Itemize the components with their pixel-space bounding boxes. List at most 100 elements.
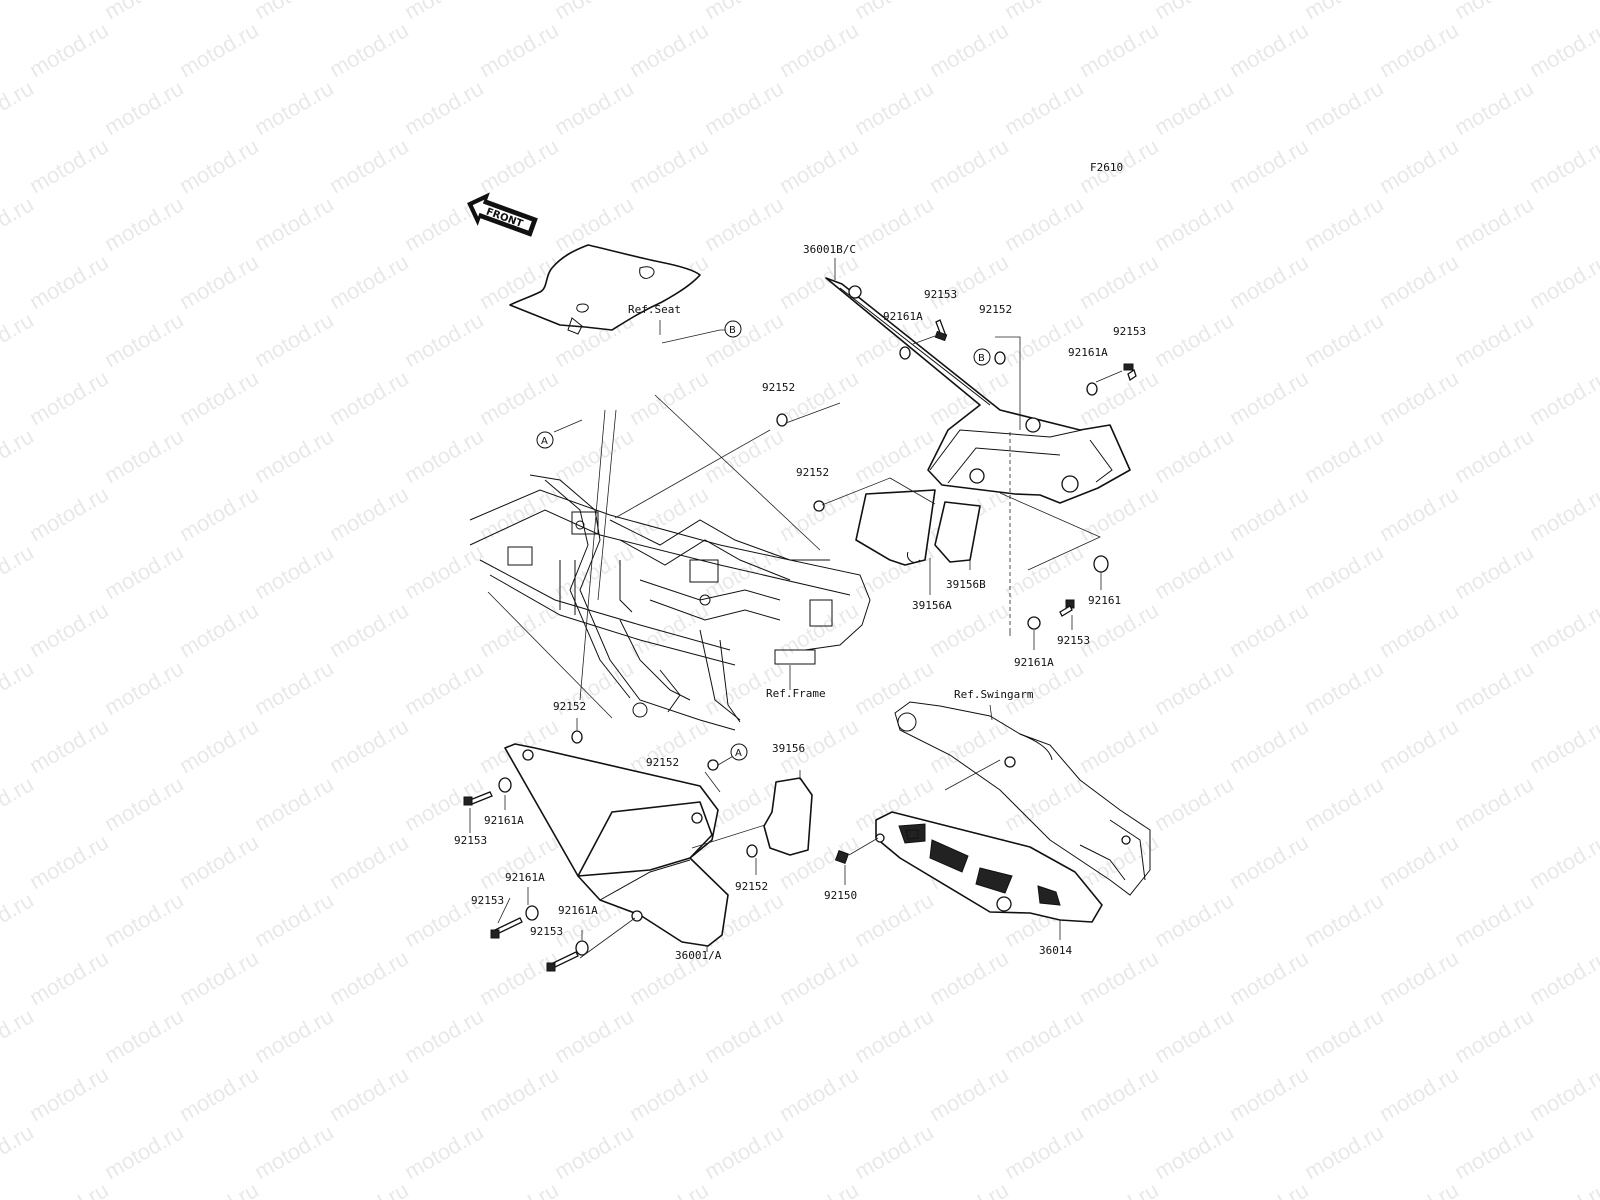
svg-text:A: A [735,748,742,759]
watermark-text: motod.ru [1375,481,1463,546]
hardware-set [463,319,1137,972]
watermark-text: motod.ru [925,17,1013,82]
label-92161a: 92161A [505,871,545,884]
label-92161a: 92161A [558,904,598,917]
watermark-text: motod.ru [1525,597,1600,662]
watermark-text: motod.ru [1300,771,1388,836]
label-92152: 92152 [735,880,768,893]
watermark-text: motod.ru [850,887,938,952]
watermark-text: motod.ru [1000,75,1088,140]
leader-lines [469,258,1123,959]
watermark-text: motod.ru [700,1003,788,1068]
watermark-text: motod.ru [175,1177,263,1200]
label-92153: 92153 [454,834,487,847]
chain-guard-36014 [875,811,1103,923]
watermark-text: motod.ru [1075,945,1163,1010]
watermark-text: motod.ru [250,539,338,604]
watermark-text: motod.ru [100,771,188,836]
watermark-text: motod.ru [0,1119,38,1184]
watermark-text: motod.ru [700,1119,788,1184]
label-36001bc: 36001B/C [803,243,856,256]
watermark-text: motod.ru [1375,1177,1463,1200]
watermark-text: motod.ru [1450,1119,1538,1184]
watermark-text: motod.ru [475,945,563,1010]
watermark-text: motod.ru [400,75,488,140]
label-92152: 92152 [553,700,586,713]
watermark-text: motod.ru [625,481,713,546]
watermark-text: motod.ru [550,1003,638,1068]
swingarm-reference [894,701,1151,896]
watermark-text: motod.ru [1375,829,1463,894]
watermark-text: motod.ru [400,655,488,720]
watermark-text: motod.ru [775,945,863,1010]
watermark-text: motod.ru [0,887,38,952]
ref-marker-b-seat: B [724,320,742,338]
watermark-text: motod.ru [25,945,113,1010]
watermark-text: motod.ru [1375,597,1463,662]
watermark-text: motod.ru [400,771,488,836]
watermark-text: motod.ru [0,423,38,488]
watermark-text: motod.ru [100,307,188,372]
watermark-text: motod.ru [1225,1061,1313,1126]
watermark-text: motod.ru [1300,887,1388,952]
label-92152: 92152 [646,756,679,769]
watermark-text: motod.ru [325,365,413,430]
watermark-text: motod.ru [400,423,488,488]
watermark-text: motod.ru [1450,0,1538,24]
watermark-text: motod.ru [1300,191,1388,256]
label-36014: 36014 [1039,944,1072,957]
watermark-text: motod.ru [775,1177,863,1200]
watermark-text: motod.ru [850,1003,938,1068]
watermark-text: motod.ru [775,133,863,198]
watermark-text: motod.ru [175,945,263,1010]
watermark-text: motod.ru [1225,17,1313,82]
watermark-text: motod.ru [1150,1003,1238,1068]
watermark-text: motod.ru [175,133,263,198]
watermark-text: motod.ru [1450,307,1538,372]
watermark-text: motod.ru [925,1061,1013,1126]
watermark-text: motod.ru [400,1003,488,1068]
watermark-text: motod.ru [475,1061,563,1126]
watermark-text: motod.ru [1075,249,1163,314]
watermark-text: motod.ru [1075,17,1163,82]
watermark-text: motod.ru [475,829,563,894]
watermark-text: motod.ru [1150,1119,1238,1184]
label-92153: 92153 [471,894,504,907]
watermark-text: motod.ru [700,307,788,372]
watermark-text: motod.ru [1000,0,1088,24]
watermark-text: motod.ru [25,365,113,430]
watermark-text: motod.ru [250,1119,338,1184]
watermark-text: motod.ru [0,539,38,604]
label-39156a: 39156A [912,599,952,612]
watermark-text: motod.ru [625,365,713,430]
watermark-text: motod.ru [475,17,563,82]
watermark-text: motod.ru [1000,307,1088,372]
watermark-text: motod.ru [1225,249,1313,314]
watermark-text: motod.ru [1450,539,1538,604]
watermark-text: motod.ru [250,307,338,372]
label-ref-frame: Ref.Frame [766,687,826,700]
watermark-text: motod.ru [1525,945,1600,1010]
watermark-text: motod.ru [250,771,338,836]
label-92161: 92161 [1088,594,1121,607]
watermark-text: motod.ru [775,249,863,314]
watermark-text: motod.ru [25,597,113,662]
part-labels: Ref.Seat Ref.Frame Ref.Swingarm 36001B/C… [454,243,1146,962]
watermark-text: motod.ru [1225,481,1313,546]
watermark-text: motod.ru [250,75,338,140]
watermark-text: motod.ru [0,191,38,256]
label-ref-swingarm: Ref.Swingarm [954,688,1034,701]
watermark-text: motod.ru [1300,307,1388,372]
watermark-text: motod.ru [100,191,188,256]
label-92153: 92153 [924,288,957,301]
watermark-text: motod.ru [325,713,413,778]
side-cover-36001a [504,743,729,947]
watermark-text: motod.ru [1075,1061,1163,1126]
watermark-text: motod.ru [550,75,638,140]
watermark-text: motod.ru [1225,133,1313,198]
watermark-text: motod.ru [0,75,38,140]
watermark-text: motod.ru [1225,365,1313,430]
watermark-text: motod.ru [175,713,263,778]
svg-text:B: B [729,325,736,336]
